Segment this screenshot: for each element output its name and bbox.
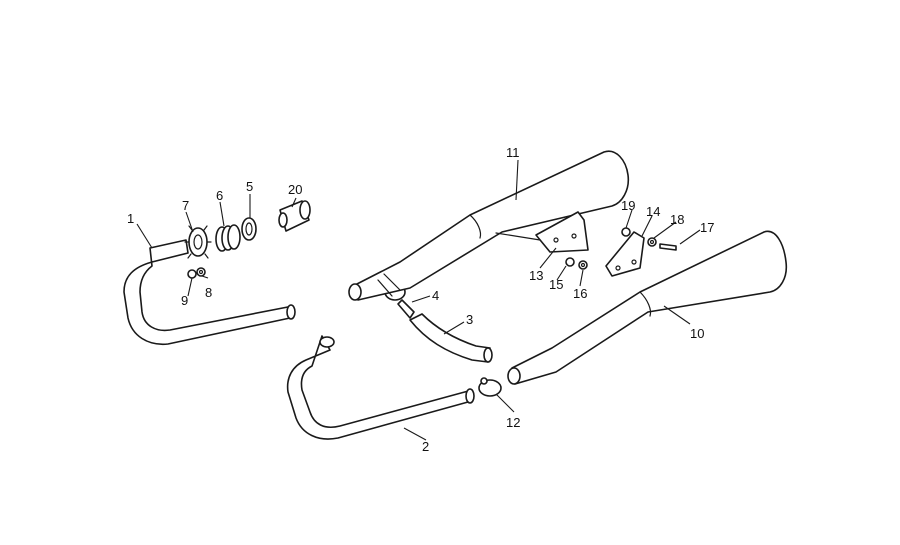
callout-2: 2: [422, 439, 429, 454]
callout-18: 18: [670, 212, 684, 227]
callout-4: 4: [432, 288, 439, 303]
callout-1: 1: [127, 211, 134, 226]
bolt-17: [659, 243, 677, 251]
exhaust-pipe-1: [123, 239, 296, 345]
callout-8: 8: [205, 285, 212, 300]
cap-20: [278, 200, 311, 232]
callout-3: 3: [466, 312, 473, 327]
nut-16: [578, 260, 588, 270]
callout-10: 10: [690, 326, 704, 341]
gasket-5: [241, 217, 257, 241]
flange-7: [184, 225, 212, 259]
callout-13: 13: [529, 268, 543, 283]
washer-8: [196, 267, 206, 277]
callout-11: 11: [506, 145, 520, 160]
callout-7: 7: [182, 198, 189, 213]
callout-14: 14: [646, 204, 660, 219]
silencer-10: [507, 230, 788, 385]
clamp-12: [478, 377, 502, 397]
callout-15: 15: [549, 277, 563, 292]
callout-17: 17: [700, 220, 714, 235]
callout-12: 12: [506, 415, 520, 430]
crossover-pipe-3: [409, 313, 493, 363]
exhaust-pipe-2: [286, 335, 475, 440]
bracket-13: [495, 211, 589, 253]
bracket-14: [605, 231, 645, 277]
nut-19: [621, 227, 631, 237]
callout-9: 9: [181, 293, 188, 308]
washer-18: [647, 237, 657, 247]
nut-9: [187, 269, 197, 279]
callout-5: 5: [246, 179, 253, 194]
spring-6: [215, 224, 241, 252]
leader-lines: [136, 159, 701, 441]
callout-20: 20: [288, 182, 302, 197]
callout-16: 16: [573, 286, 587, 301]
silencer-11: [348, 150, 630, 301]
callout-19: 19: [621, 198, 635, 213]
washer-15: [565, 257, 575, 267]
callout-6: 6: [216, 188, 223, 203]
